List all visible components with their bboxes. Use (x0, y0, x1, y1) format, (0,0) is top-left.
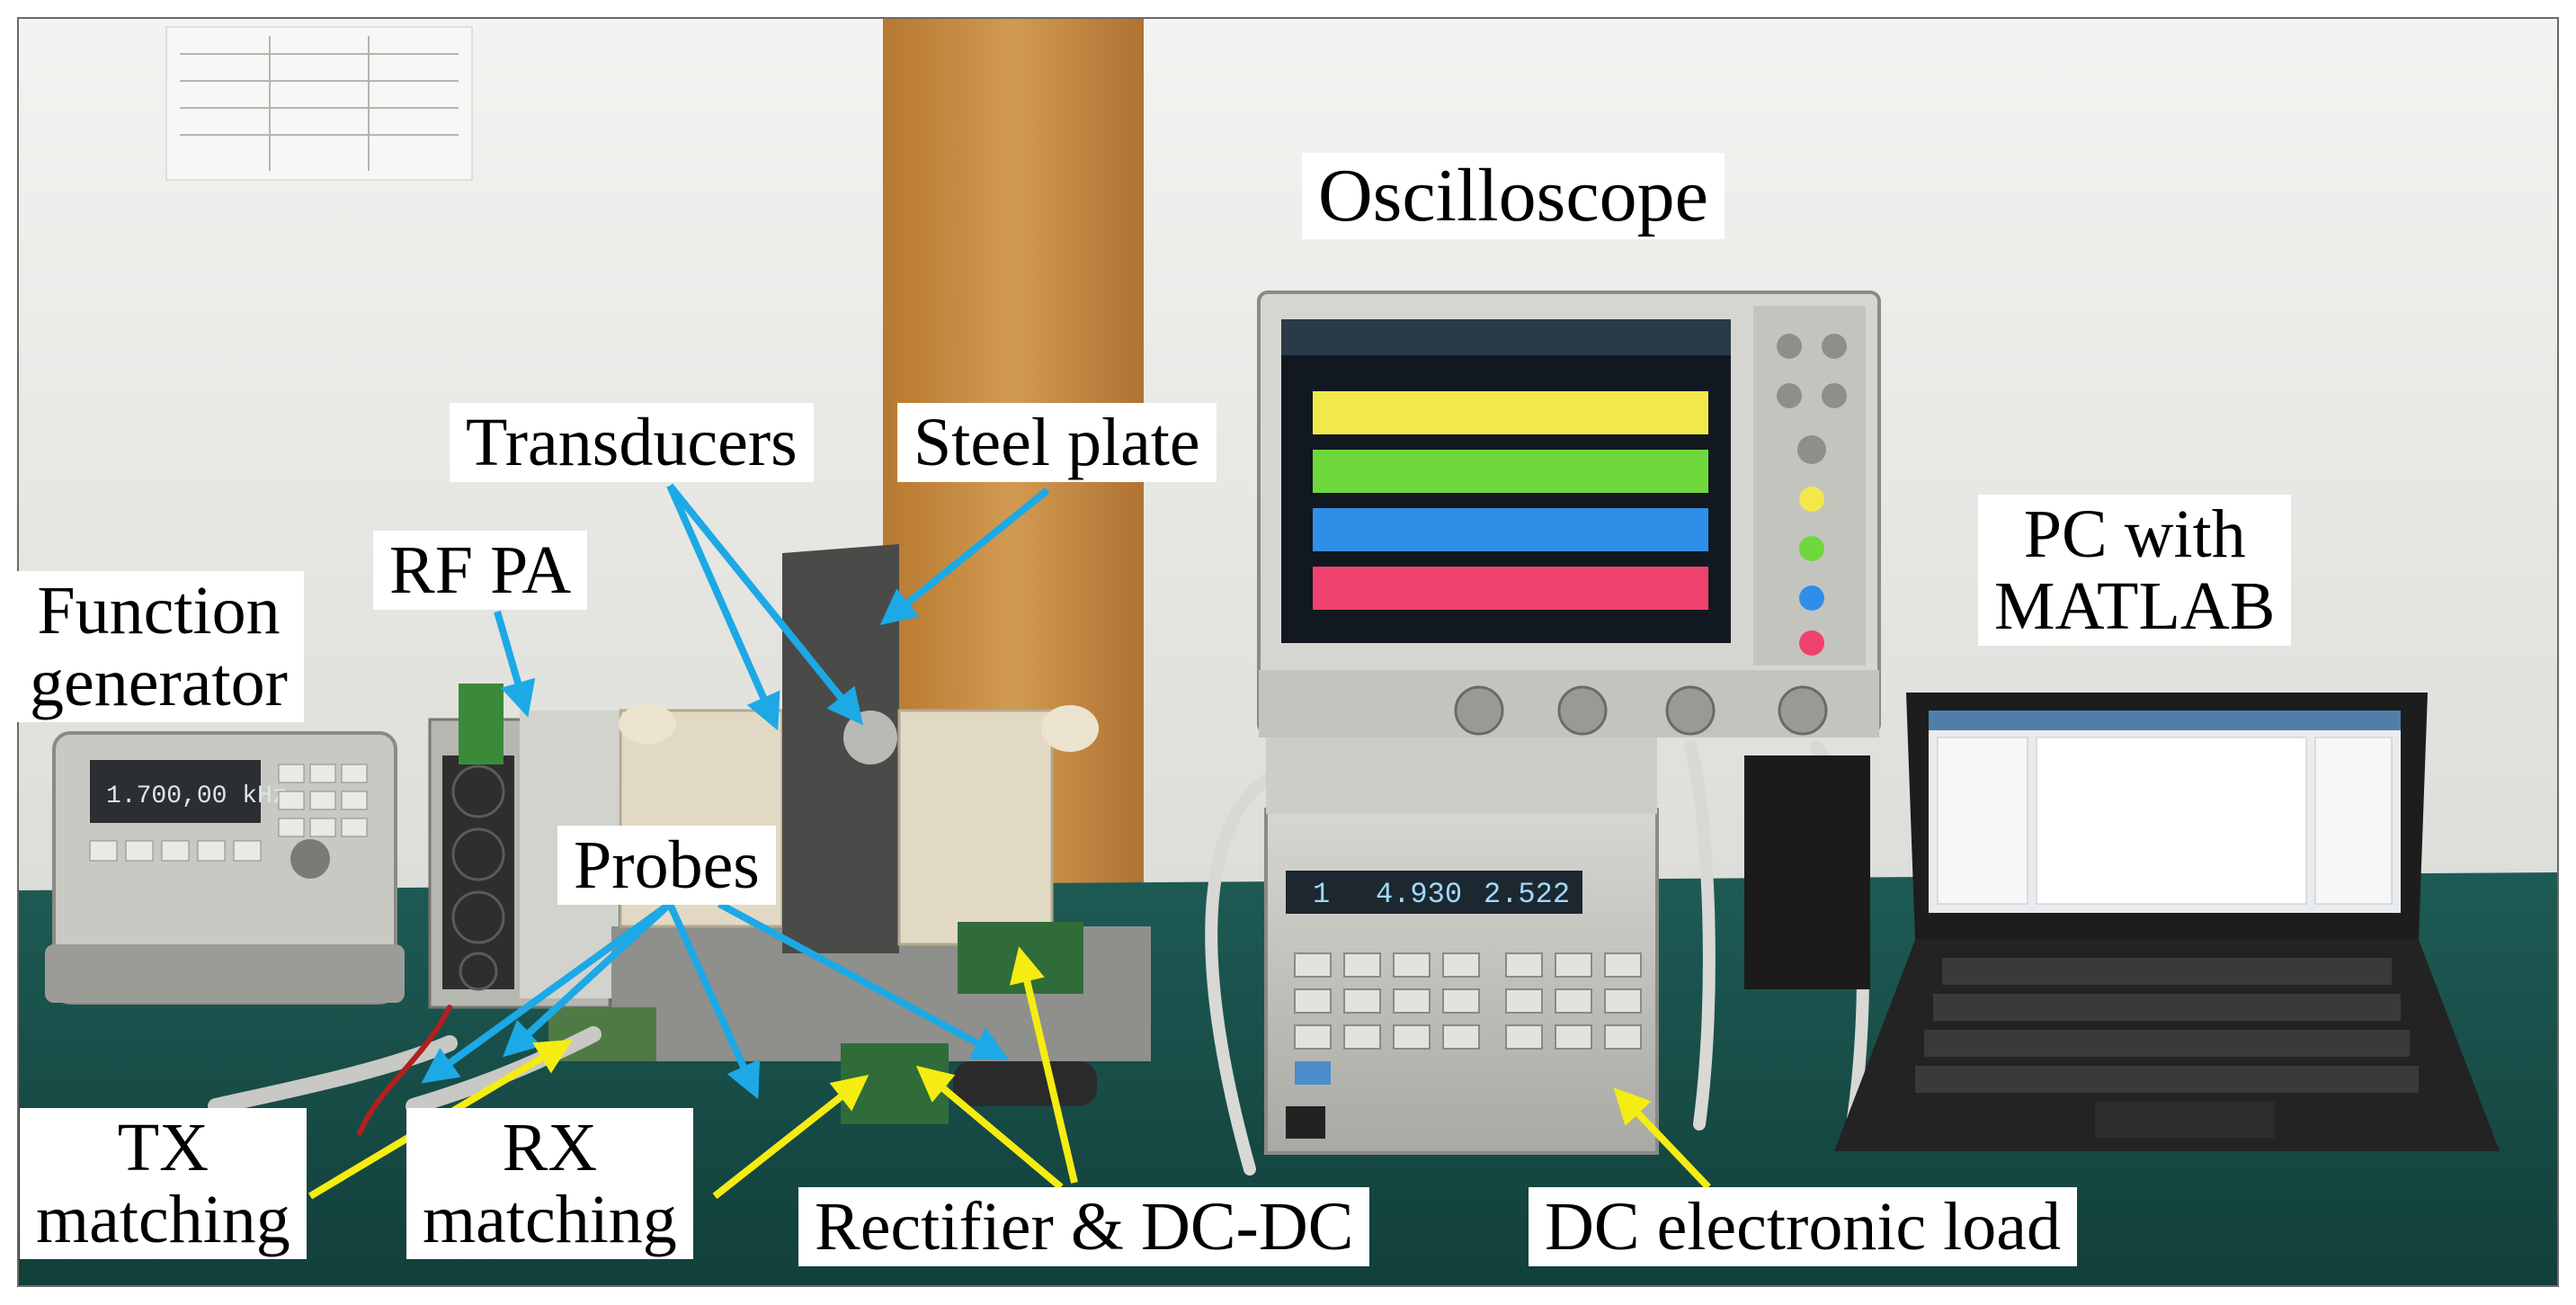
label-rf-pa: RF PA (373, 531, 588, 610)
label-rectifier-dcdc: Rectifier & DC-DC (798, 1187, 1370, 1266)
label-tx-matching: TX matching (20, 1108, 307, 1259)
arrow-steel-plate (879, 487, 1050, 626)
arrow-rectifier-upper (1009, 946, 1078, 1184)
dc-electronic-load-device: 1 4.930 2.522 (1264, 737, 1659, 1155)
arrow-transducers-left (666, 484, 780, 731)
label-probes: Probes (557, 826, 776, 905)
arrow-probe-2 (503, 901, 673, 1058)
scope-trace-ch4 (1313, 567, 1708, 610)
load-volts-readout: 4.930 (1376, 878, 1462, 911)
label-oscilloscope: Oscilloscope (1302, 153, 1725, 239)
label-dc-electronic-load: DC electronic load (1529, 1187, 2078, 1266)
rf-power-amplifier-device (428, 684, 619, 1009)
label-rx-matching: RX matching (406, 1108, 693, 1259)
load-amps-readout: 2.522 (1484, 878, 1570, 911)
label-transducers: Transducers (450, 403, 814, 482)
laptop-pc (1834, 693, 2500, 1151)
cyan-arrows (421, 483, 1050, 1100)
scope-trace-ch3 (1313, 508, 1708, 551)
scope-trace-ch2 (1313, 450, 1708, 493)
arrow-rectifier-lower (915, 1065, 1064, 1191)
oscilloscope-device (1257, 290, 1881, 737)
yellow-arrows (308, 946, 1711, 1200)
black-enclosure (1744, 755, 1870, 989)
steel-plate (782, 544, 899, 953)
scope-trace-ch1 (1313, 391, 1708, 434)
label-pc-with-matlab: PC with MATLAB (1978, 495, 2292, 646)
load-channel-readout: 1 (1313, 878, 1330, 911)
arrow-dc-load (1613, 1087, 1711, 1190)
arrow-rx-matching (712, 1075, 869, 1200)
current-probe (953, 1061, 1097, 1106)
function-generator-readout: 1.700,00 kHz (106, 782, 288, 810)
arrow-transducers-right (666, 483, 864, 726)
arrow-probe-3 (666, 902, 761, 1100)
function-generator-device: 1.700,00 kHz (45, 731, 405, 1005)
arrow-probe-1 (421, 900, 673, 1084)
arrow-probe-4 (718, 900, 1010, 1060)
arrow-rf-pa (494, 610, 536, 718)
wall-paper (165, 26, 473, 181)
label-function-generator: Function generator (13, 571, 304, 722)
label-steel-plate: Steel plate (897, 403, 1217, 482)
